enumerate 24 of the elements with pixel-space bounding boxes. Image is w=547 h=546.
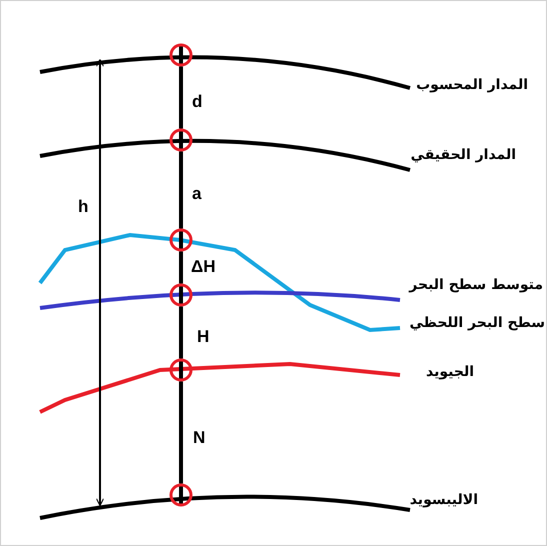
height-arrow xyxy=(96,58,104,506)
segment-label: ΔH xyxy=(191,257,216,277)
intersection-marker xyxy=(169,283,193,307)
connector-line xyxy=(179,66,183,128)
connector-line xyxy=(179,152,183,228)
intersection-marker xyxy=(169,128,193,152)
surface-label: الجيويد xyxy=(426,364,474,380)
segment-label: a xyxy=(192,184,202,204)
surface-label: الاليبسويد xyxy=(410,492,478,508)
segment-label: N xyxy=(193,428,206,448)
intersection-marker xyxy=(169,228,193,252)
surface-label: المدار المحسوب xyxy=(416,77,528,93)
intersection-marker xyxy=(169,43,193,67)
segment-label: d xyxy=(192,92,202,112)
surface-label: سطح البحر اللحظي xyxy=(410,315,545,331)
segment-label: H xyxy=(197,327,210,347)
connector-line xyxy=(179,252,183,284)
segment-label: h xyxy=(78,197,88,217)
surface-label: متوسط سطح البحر xyxy=(409,277,543,293)
intersection-marker xyxy=(169,483,193,507)
connector-line xyxy=(179,306,183,358)
surface-label: المدار الحقيقي xyxy=(410,147,516,163)
intersection-marker xyxy=(169,358,193,382)
connector-line xyxy=(179,382,183,484)
